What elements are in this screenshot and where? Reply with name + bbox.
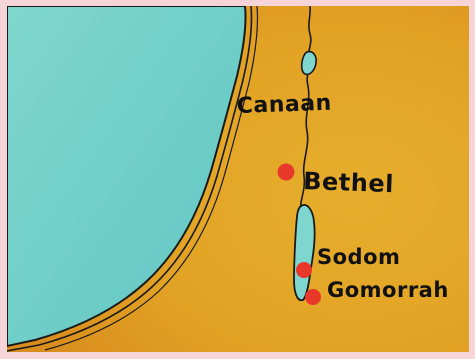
region-label: Canaan bbox=[236, 91, 332, 119]
coastline-outline-1 bbox=[7, 6, 253, 352]
dead-sea bbox=[293, 204, 316, 302]
city-marker-bethel[interactable] bbox=[277, 163, 295, 181]
sea-of-galilee bbox=[300, 50, 317, 76]
city-label-bethel: Bethel bbox=[303, 167, 395, 198]
city-label-gomorrah: Gomorrah bbox=[327, 278, 449, 302]
city-label-sodom: Sodom bbox=[317, 245, 400, 269]
city-marker-gomorrah[interactable] bbox=[305, 289, 321, 305]
coastline-outline-2 bbox=[44, 6, 259, 351]
city-marker-sodom[interactable] bbox=[296, 262, 312, 278]
jordan-river bbox=[299, 6, 312, 212]
mediterranean-sea bbox=[7, 6, 247, 348]
map-canvas: Canaan Bethel Sodom Gomorrah bbox=[7, 6, 469, 352]
